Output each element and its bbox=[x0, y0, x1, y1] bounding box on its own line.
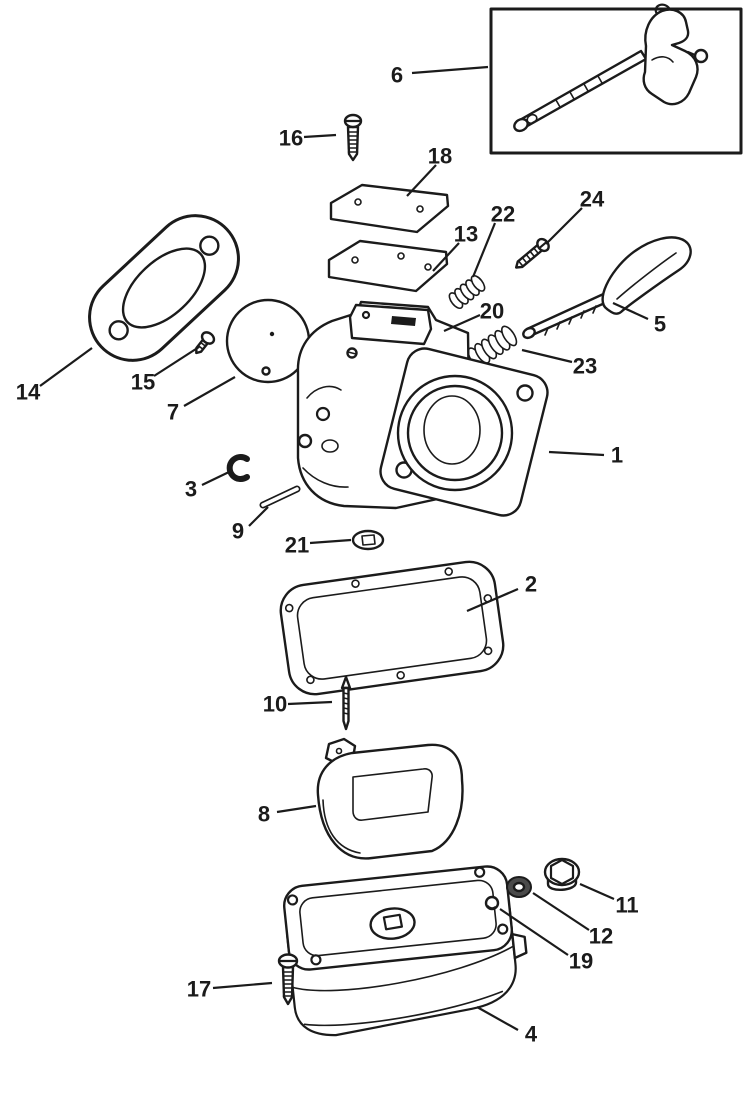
leader-line-18 bbox=[406, 164, 437, 197]
leader-line-7 bbox=[183, 376, 236, 407]
needle-part-10 bbox=[340, 675, 352, 731]
callout-13: 13 bbox=[454, 222, 478, 247]
leader-line-22 bbox=[471, 222, 497, 278]
callout-7: 7 bbox=[167, 400, 179, 425]
leader-line-19 bbox=[499, 908, 569, 956]
callout-8: 8 bbox=[258, 802, 270, 827]
inset-frame bbox=[489, 7, 743, 155]
callout-24: 24 bbox=[580, 187, 605, 212]
callout-17: 17 bbox=[187, 977, 211, 1002]
callout-12: 12 bbox=[589, 924, 613, 949]
callout-23: 23 bbox=[573, 354, 597, 379]
leader-line-12 bbox=[532, 892, 590, 931]
float-bowl-part-4 bbox=[283, 865, 528, 1037]
leader-line-10 bbox=[287, 700, 333, 706]
flange-gasket-part-14 bbox=[88, 214, 240, 362]
callout-10: 10 bbox=[263, 692, 287, 717]
plate-part-18 bbox=[329, 183, 450, 234]
leader-line-23 bbox=[521, 348, 573, 364]
ball-part-19 bbox=[484, 895, 500, 911]
e-clip-part-3 bbox=[226, 454, 250, 482]
callout-19: 19 bbox=[569, 949, 593, 974]
callout-22: 22 bbox=[491, 202, 515, 227]
float-part-8 bbox=[316, 737, 464, 860]
leader-line-5 bbox=[612, 301, 649, 321]
seal-part-21 bbox=[351, 529, 385, 551]
throttle-lever-part-5 bbox=[522, 236, 692, 340]
leader-line-16 bbox=[303, 133, 337, 139]
callout-11: 11 bbox=[615, 893, 638, 918]
leader-line-13 bbox=[432, 242, 460, 272]
callout-16: 16 bbox=[279, 126, 303, 151]
callout-4: 4 bbox=[525, 1022, 538, 1047]
callout-6: 6 bbox=[391, 63, 403, 88]
callout-20: 20 bbox=[480, 299, 504, 324]
leader-line-21 bbox=[309, 538, 352, 545]
leader-line-17 bbox=[212, 981, 273, 990]
screw-part-17 bbox=[277, 953, 299, 1006]
leader-line-11 bbox=[579, 882, 615, 901]
leader-line-9 bbox=[248, 506, 269, 527]
pin-part-9 bbox=[259, 485, 301, 509]
callout-21: 21 bbox=[285, 533, 309, 558]
leader-line-24 bbox=[545, 207, 583, 245]
leader-line-6 bbox=[411, 65, 489, 75]
callout-1: 1 bbox=[611, 443, 623, 468]
callout-18: 18 bbox=[428, 144, 452, 169]
leader-line-3 bbox=[201, 471, 230, 486]
screw-part-15 bbox=[195, 331, 216, 355]
drain-plug-part-11 bbox=[543, 857, 581, 891]
leader-line-15 bbox=[153, 346, 200, 377]
leader-line-20 bbox=[443, 313, 481, 333]
callout-2: 2 bbox=[525, 572, 537, 597]
callout-14: 14 bbox=[16, 380, 41, 405]
callout-15: 15 bbox=[131, 370, 155, 395]
seal-washer-part-12 bbox=[506, 876, 532, 898]
bowl-gasket-part-2 bbox=[279, 560, 505, 696]
cover-plate-part-7 bbox=[225, 298, 311, 384]
leader-line-14 bbox=[39, 347, 93, 387]
leader-line-4 bbox=[476, 1006, 519, 1031]
pump-arm-part bbox=[513, 3, 709, 133]
screw-part-24 bbox=[514, 237, 550, 269]
inset-detail-box bbox=[489, 3, 743, 155]
callout-9: 9 bbox=[232, 519, 244, 544]
screw-part-16 bbox=[343, 113, 363, 162]
leader-line-8 bbox=[276, 804, 317, 814]
callout-3: 3 bbox=[185, 477, 197, 502]
carburetor-body-part-1 bbox=[296, 300, 549, 517]
callout-5: 5 bbox=[654, 312, 666, 337]
leader-line-2 bbox=[466, 587, 519, 613]
plate-part-13 bbox=[327, 239, 449, 293]
leader-line-1 bbox=[548, 450, 605, 457]
